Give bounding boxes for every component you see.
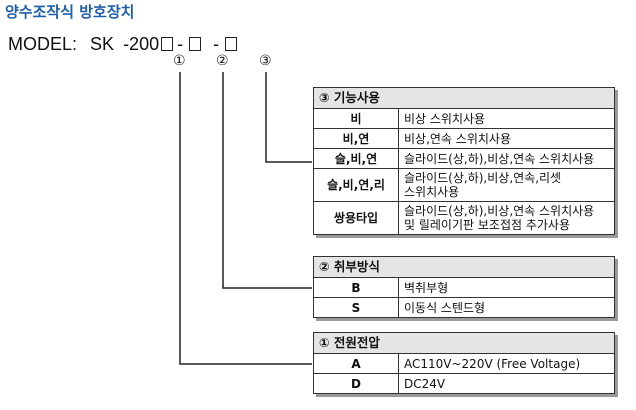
option-box-1 — [161, 37, 174, 52]
function-header: ③ 기능사용 — [313, 87, 615, 109]
option-box-2 — [189, 37, 202, 52]
connector-2 — [222, 72, 312, 289]
marker-1: ① — [173, 53, 186, 69]
function-key: 비,연 — [313, 128, 399, 149]
mounting-key: B — [313, 277, 399, 298]
model-code: -200 — [123, 33, 160, 54]
mounting-table: ② 취부방식 B 벽취부형 S 이동식 스텐드형 — [313, 256, 615, 318]
model-dash-1: - — [177, 33, 184, 54]
function-key: 비 — [313, 108, 399, 129]
option-box-3 — [225, 37, 238, 52]
model-dash-2: - — [213, 33, 220, 54]
mounting-desc: 벽취부형 — [398, 277, 615, 298]
voltage-key: D — [313, 373, 399, 394]
function-desc-line: 슬라이드(상,하),비상,연속,리셋 — [404, 171, 562, 185]
function-key: 쌍용타입 — [313, 201, 399, 235]
mounting-key: S — [313, 297, 399, 318]
page-title: 양수조작식 방호장치 — [5, 3, 135, 21]
model-prefix: SK — [90, 33, 115, 54]
mounting-desc: 이동식 스텐드형 — [398, 297, 615, 318]
model-label: MODEL: — [8, 33, 78, 54]
function-desc: 비상,연속 스위치사용 — [398, 128, 615, 149]
voltage-header: ① 전원전압 — [313, 332, 615, 354]
function-table: ③ 기능사용 비 비상 스위치사용 비,연 비상,연속 스위치사용 슬,비,연 … — [313, 87, 615, 235]
function-key: 슬,비,연,리 — [313, 168, 399, 202]
marker-3: ③ — [259, 53, 272, 69]
voltage-key: A — [313, 353, 399, 374]
voltage-table: ① 전원전압 A AC110V~220V (Free Voltage) D DC… — [313, 332, 615, 394]
function-desc: 슬라이드(상,하),비상,연속 스위치사용 및 릴레이기판 보조접점 추가사용 — [398, 201, 615, 235]
function-desc-line: 스위치사용 — [404, 185, 460, 199]
marker-2: ② — [216, 53, 229, 69]
model-line: MODEL: SK -200-- — [8, 33, 241, 55]
voltage-desc: DC24V — [398, 373, 615, 394]
voltage-desc: AC110V~220V (Free Voltage) — [398, 353, 615, 374]
connector-1 — [179, 72, 312, 365]
function-desc: 슬라이드(상,하),비상,연속 스위치사용 — [398, 148, 615, 169]
connector-3 — [265, 72, 312, 163]
function-key: 슬,비,연 — [313, 148, 399, 169]
function-desc: 비상 스위치사용 — [398, 108, 615, 129]
function-desc-line: 및 릴레이기판 보조접점 추가사용 — [404, 218, 571, 232]
mounting-header: ② 취부방식 — [313, 256, 615, 278]
function-desc-line: 슬라이드(상,하),비상,연속 스위치사용 — [404, 204, 595, 218]
function-desc: 슬라이드(상,하),비상,연속,리셋 스위치사용 — [398, 168, 615, 202]
